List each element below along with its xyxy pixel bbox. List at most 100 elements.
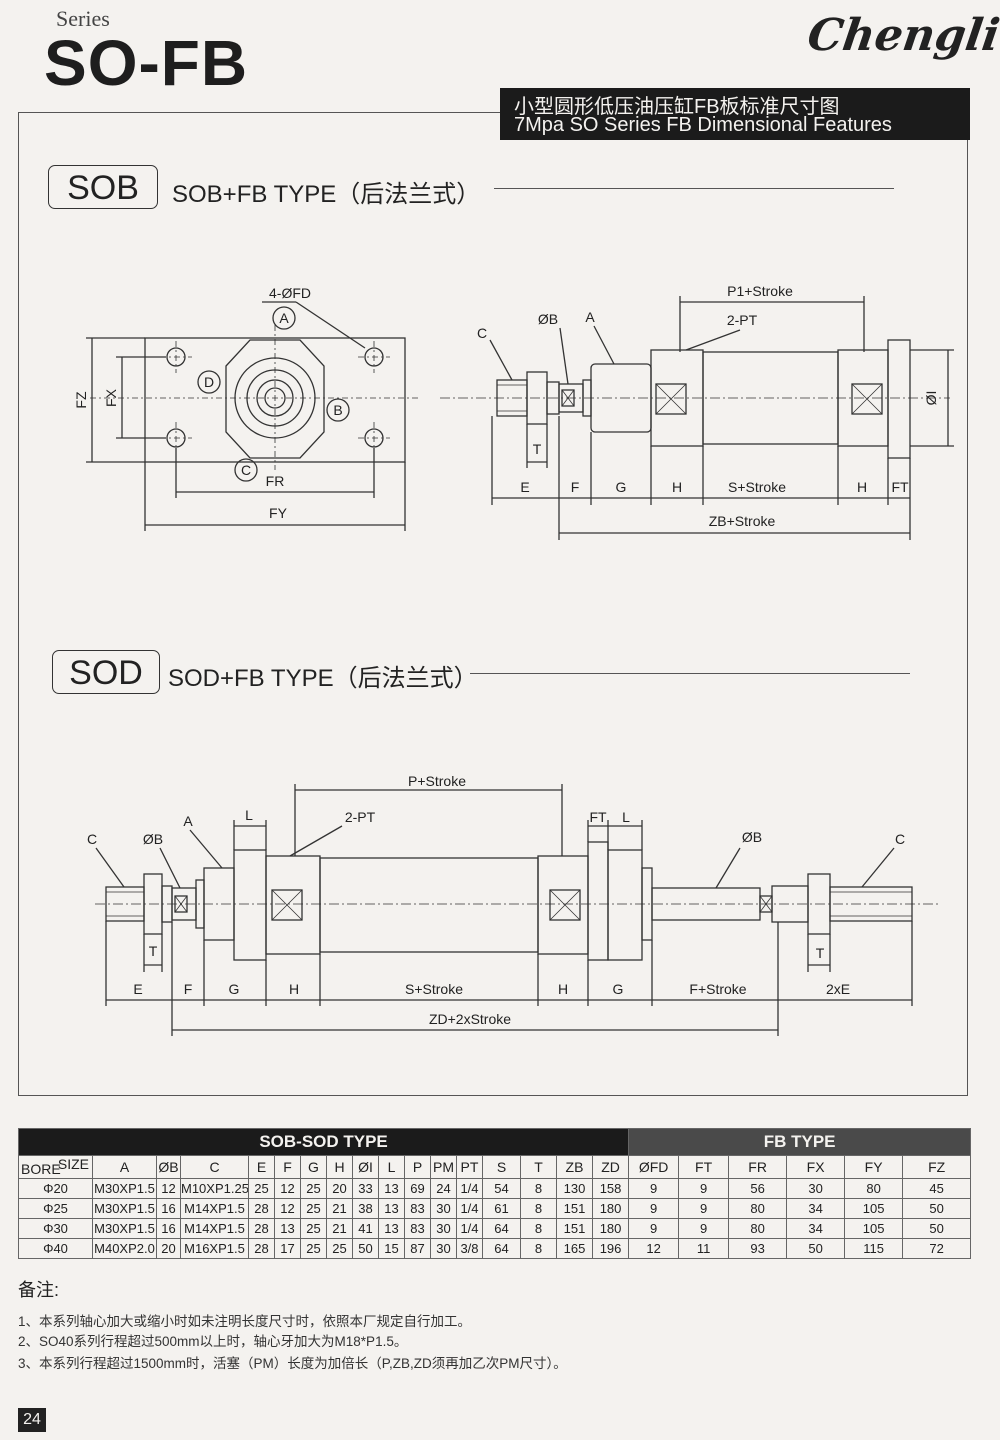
table-cell: 1/4 [456, 1218, 483, 1239]
bore-cell: Φ25 [18, 1198, 93, 1219]
table-cell: 64 [482, 1238, 521, 1259]
table-cell: 93 [728, 1238, 788, 1259]
table-cell: 38 [352, 1198, 379, 1219]
table-cell: M14XP1.5 [180, 1198, 249, 1219]
front-flange-nut [233, 849, 267, 961]
table-cell: 12 [274, 1198, 301, 1219]
label-c: C [87, 831, 97, 847]
bore-label: BORE [21, 1161, 61, 1177]
table-cell: 8 [520, 1198, 557, 1219]
label-s: S+Stroke [728, 479, 786, 495]
label-a: A [183, 813, 193, 829]
group-fb: FB TYPE [628, 1128, 972, 1156]
table-cell: 21 [326, 1218, 353, 1239]
table-cell: 12 [628, 1238, 680, 1259]
table-cell: 25 [248, 1178, 275, 1199]
table-cell: 9 [628, 1198, 680, 1219]
table-cell: M14XP1.5 [180, 1218, 249, 1239]
table-cell: 80 [728, 1198, 788, 1219]
table-cell: 21 [326, 1198, 353, 1219]
label-g: G [616, 479, 627, 495]
table-cell: 30 [786, 1178, 846, 1199]
label-a: A [585, 309, 595, 325]
label-fy: FY [269, 505, 288, 521]
table-cell: 13 [274, 1218, 301, 1239]
label-g: G [229, 981, 240, 997]
table-cell: 54 [482, 1178, 521, 1199]
hex-boss [225, 339, 325, 459]
sod-title-rule [470, 673, 910, 674]
table-cell: 105 [844, 1198, 904, 1219]
table-cell: 105 [844, 1218, 904, 1239]
label-l: L [245, 807, 253, 823]
table-cell: 33 [352, 1178, 379, 1199]
table-cell: 12 [274, 1178, 301, 1199]
table-cell: 83 [404, 1218, 431, 1239]
series-label: Series [56, 6, 110, 31]
callout-a: A [279, 310, 289, 326]
table-cell: 180 [591, 1218, 630, 1239]
label-h: H [672, 479, 682, 495]
table-cell: M40XP2.0 [92, 1238, 157, 1259]
column-header: FZ [902, 1155, 972, 1179]
label-g2: G [613, 981, 624, 997]
bore-cell: Φ20 [18, 1178, 93, 1199]
table-cell: 9 [628, 1218, 680, 1239]
label-h2: H [857, 479, 867, 495]
table-cell: 180 [591, 1198, 630, 1219]
table-cell: 1/4 [456, 1178, 483, 1199]
group-sob-sod: SOB-SOD TYPE [17, 1128, 630, 1156]
column-header: ØFD [628, 1155, 680, 1179]
table-cell: 28 [248, 1238, 275, 1259]
table-cell: 9 [628, 1178, 680, 1199]
table-cell: 151 [556, 1218, 593, 1239]
drawing-frame [18, 112, 968, 1096]
column-header: A [92, 1155, 157, 1179]
column-header: PM [430, 1155, 457, 1179]
table-cell: 20 [156, 1238, 181, 1259]
column-header: ØI [352, 1155, 379, 1179]
label-t: T [533, 441, 542, 457]
table-cell: 1/4 [456, 1198, 483, 1219]
sod-section-title: SOD+FB TYPE（后法兰式） [168, 665, 478, 692]
table-cell: 69 [404, 1178, 431, 1199]
table-cell: 34 [786, 1198, 846, 1219]
page-number: 24 [18, 1408, 46, 1432]
rod-thread-right [829, 886, 913, 922]
column-header: C [180, 1155, 249, 1179]
table-cell: 61 [482, 1198, 521, 1219]
column-header: F [274, 1155, 301, 1179]
note-item: 2、SO40系列行程超过500mm以上时，轴心牙加大为M18*P1.5。 [18, 1334, 408, 1349]
label-fx: FX [103, 388, 119, 407]
model-title: SO-FB [44, 27, 249, 99]
column-header: P [404, 1155, 431, 1179]
column-header: S [482, 1155, 521, 1179]
table-cell: 45 [902, 1178, 972, 1199]
label-fs: F+Stroke [689, 981, 746, 997]
label-t: T [149, 943, 158, 959]
table-cell: 8 [520, 1178, 557, 1199]
label-ob: ØB [538, 311, 558, 327]
column-header: L [378, 1155, 405, 1179]
label-zb: ZB+Stroke [709, 513, 776, 529]
label-oi: ØI [923, 391, 939, 406]
label-ob: ØB [143, 831, 163, 847]
label-p: P+Stroke [408, 773, 466, 789]
table-cell: 56 [728, 1178, 788, 1199]
table-cell: 130 [556, 1178, 593, 1199]
size-label: SIZE [57, 1156, 89, 1173]
label-2e: 2xE [826, 981, 850, 997]
table-cell: 50 [352, 1238, 379, 1259]
bore-cell: Φ30 [18, 1218, 93, 1239]
bore-size-header: BORE SIZE [18, 1155, 93, 1179]
rear-nut [607, 849, 643, 961]
notes-title: 备注: [18, 1280, 60, 1300]
table-cell: 80 [844, 1178, 904, 1199]
note-item: 3、本系列行程超过1500mm时，活塞（PM）长度为加倍长（P,ZB,ZD须再加… [18, 1356, 567, 1371]
table-cell: 41 [352, 1218, 379, 1239]
table-cell: 34 [786, 1218, 846, 1239]
label-p1: P1+Stroke [727, 283, 793, 299]
